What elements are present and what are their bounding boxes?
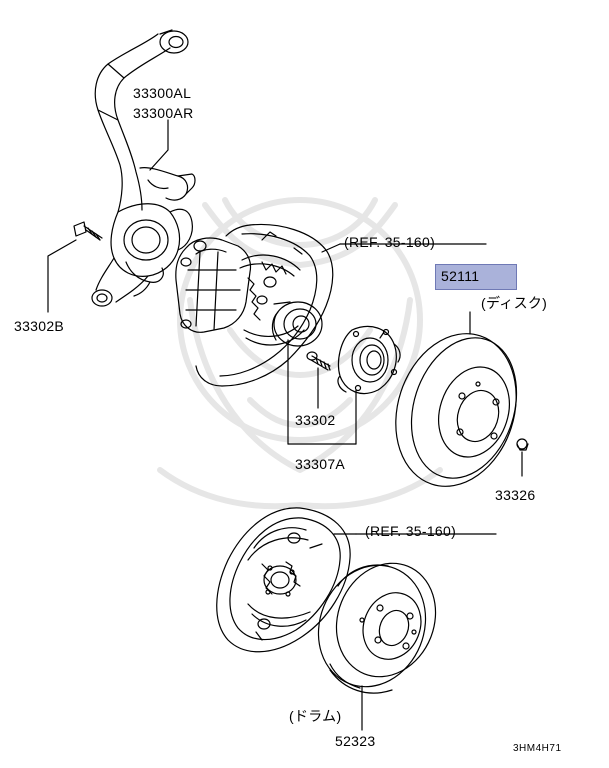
drum-brake-backing-plate (216, 507, 497, 653)
watermark-crest (157, 197, 443, 510)
label-ref-35-160-lower[interactable]: (REF. 35-160) (365, 523, 457, 539)
label-drum-note: (ドラム) (289, 708, 342, 724)
label-33302b[interactable]: 33302B (14, 318, 65, 334)
label-33307a[interactable]: 33307A (295, 456, 346, 472)
wheel-hub-33307a (337, 325, 401, 395)
bolt-33302b (47, 221, 103, 313)
label-33300al[interactable]: 33300AL (133, 85, 192, 101)
leader-hub-group (287, 339, 357, 445)
label-33302[interactable]: 33302 (295, 412, 336, 428)
brake-drum-52323 (317, 562, 437, 731)
label-52111[interactable]: 52111 (441, 268, 480, 284)
label-52323[interactable]: 52323 (335, 733, 376, 749)
label-ref-35-160-upper[interactable]: (REF. 35-160) (344, 234, 436, 250)
brake-disc-52111 (395, 311, 518, 487)
label-33326[interactable]: 33326 (495, 487, 536, 503)
disc-backing-plate-assembly (175, 223, 487, 387)
hub-bolt-33302 (306, 351, 331, 371)
label-disc-note: (ディスク) (481, 295, 548, 311)
steering-knuckle (91, 29, 196, 307)
nut-33326 (516, 438, 529, 477)
label-diagram-code: 3HM4H71 (513, 743, 562, 754)
part-highlight-52111 (435, 264, 517, 290)
label-33300ar[interactable]: 33300AR (133, 105, 194, 121)
